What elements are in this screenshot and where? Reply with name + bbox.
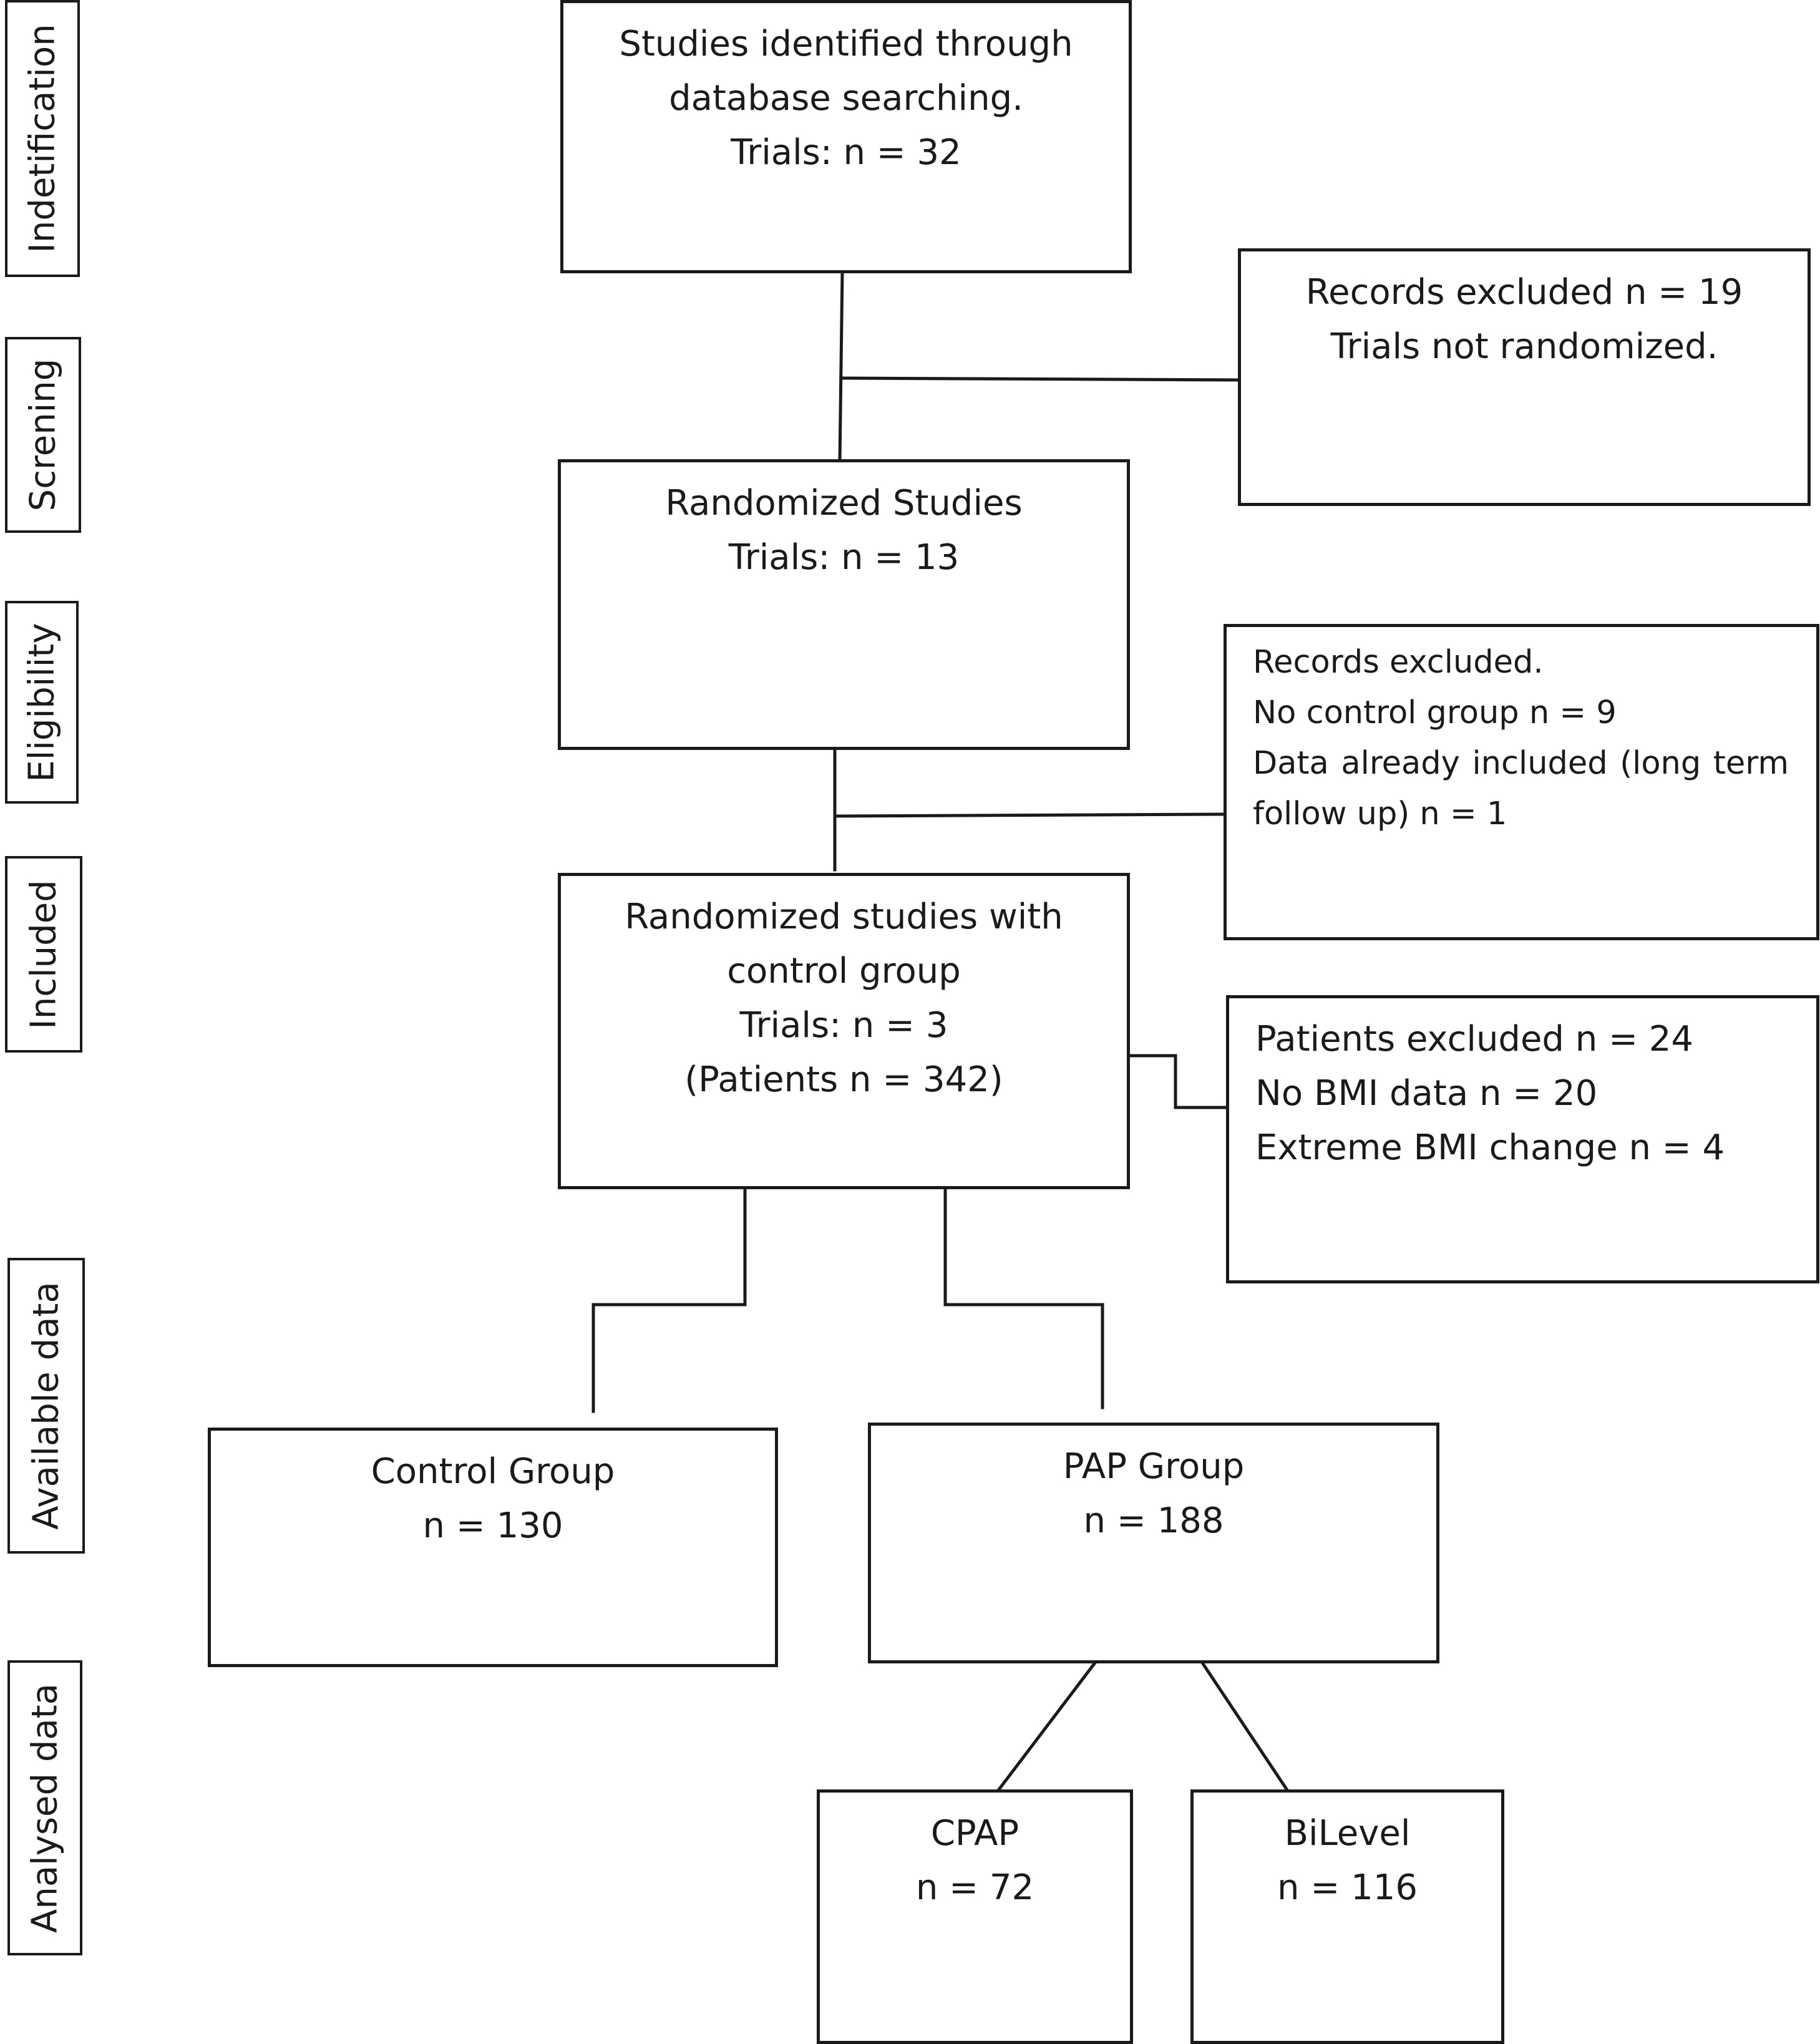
randomized-line-2: Trials: n = 13 — [728, 537, 960, 578]
bilevel-line-2: n = 116 — [1277, 1867, 1418, 1908]
identified-line-3: Trials: n = 32 — [731, 132, 961, 173]
connector-to-patients-excluded — [1126, 1054, 1228, 1109]
included-line-4: (Patients n = 342) — [684, 1059, 1003, 1100]
connector-identified-to-randomized — [838, 270, 844, 462]
box-included-studies: Randomized studies with control group Tr… — [558, 873, 1130, 1189]
stage-screening-label: Screning — [22, 358, 64, 512]
pap-line-1: PAP Group — [1063, 1446, 1245, 1487]
stage-eligibility: Eligibility — [5, 601, 79, 804]
stage-included: Included — [5, 856, 82, 1053]
box-studies-identified: Studies identified through database sear… — [560, 0, 1132, 273]
control-line-1: Control Group — [371, 1451, 615, 1492]
stage-included-label: Included — [23, 879, 64, 1029]
stage-analysed-data: Analysed data — [7, 1660, 82, 1955]
included-line-1: Randomized studies with — [625, 897, 1063, 937]
stage-identification: Indetification — [5, 0, 80, 277]
box-records-excluded-eligibility: Records excluded. No control group n = 9… — [1224, 624, 1819, 940]
patients-excluded-line-1: Patients excluded n = 24 — [1255, 1019, 1694, 1059]
connector-to-excluded-screening — [839, 376, 1240, 382]
excluded-eligibility-line-4: follow up) n = 1 — [1253, 796, 1507, 832]
identified-line-1: Studies identified through — [619, 24, 1073, 64]
excluded-eligibility-line-3: Data already included (long term — [1253, 745, 1789, 782]
box-randomized-studies: Randomized Studies Trials: n = 13 — [558, 459, 1130, 750]
stage-identification-label: Indetification — [22, 24, 63, 253]
excluded-eligibility-line-2: No control group n = 9 — [1253, 694, 1617, 731]
stage-analysed-data-label: Analysed data — [24, 1683, 66, 1933]
excluded-eligibility-line-1: Records excluded. — [1253, 644, 1544, 681]
patients-excluded-line-3: Extreme BMI change n = 4 — [1255, 1127, 1725, 1168]
control-line-2: n = 130 — [422, 1506, 563, 1546]
excluded-screening-line-2: Trials not randomized. — [1330, 326, 1718, 367]
stage-eligibility-label: Eligibility — [21, 623, 62, 782]
patients-excluded-line-2: No BMI data n = 20 — [1255, 1073, 1598, 1114]
cpap-line-1: CPAP — [930, 1813, 1019, 1854]
box-cpap: CPAP n = 72 — [817, 1789, 1133, 2044]
cpap-line-2: n = 72 — [915, 1867, 1034, 1908]
box-control-group: Control Group n = 130 — [208, 1428, 778, 1667]
connector-pap-to-bilevel — [1200, 1660, 1291, 1794]
connector-included-to-pap — [943, 1185, 1104, 1409]
randomized-line-1: Randomized Studies — [665, 483, 1023, 523]
excluded-screening-line-1: Records excluded n = 19 — [1305, 272, 1743, 313]
identified-line-2: database searching. — [669, 78, 1023, 119]
pap-line-2: n = 188 — [1083, 1501, 1224, 1541]
connector-to-excluded-eligibility — [833, 812, 1225, 818]
included-line-2: control group — [727, 951, 961, 991]
stage-screening: Screning — [5, 337, 81, 533]
box-pap-group: PAP Group n = 188 — [868, 1423, 1439, 1663]
bilevel-line-1: BiLevel — [1284, 1813, 1411, 1854]
box-records-excluded-screening: Records excluded n = 19 Trials not rando… — [1238, 248, 1811, 506]
connector-pap-to-cpap — [995, 1660, 1097, 1794]
connector-included-to-control — [591, 1185, 747, 1413]
box-patients-excluded: Patients excluded n = 24 No BMI data n =… — [1226, 995, 1819, 1283]
stage-available-data: Available data — [7, 1258, 85, 1554]
included-line-3: Trials: n = 3 — [739, 1005, 948, 1046]
stage-available-data-label: Available data — [26, 1282, 67, 1530]
box-bilevel: BiLevel n = 116 — [1190, 1789, 1504, 2044]
